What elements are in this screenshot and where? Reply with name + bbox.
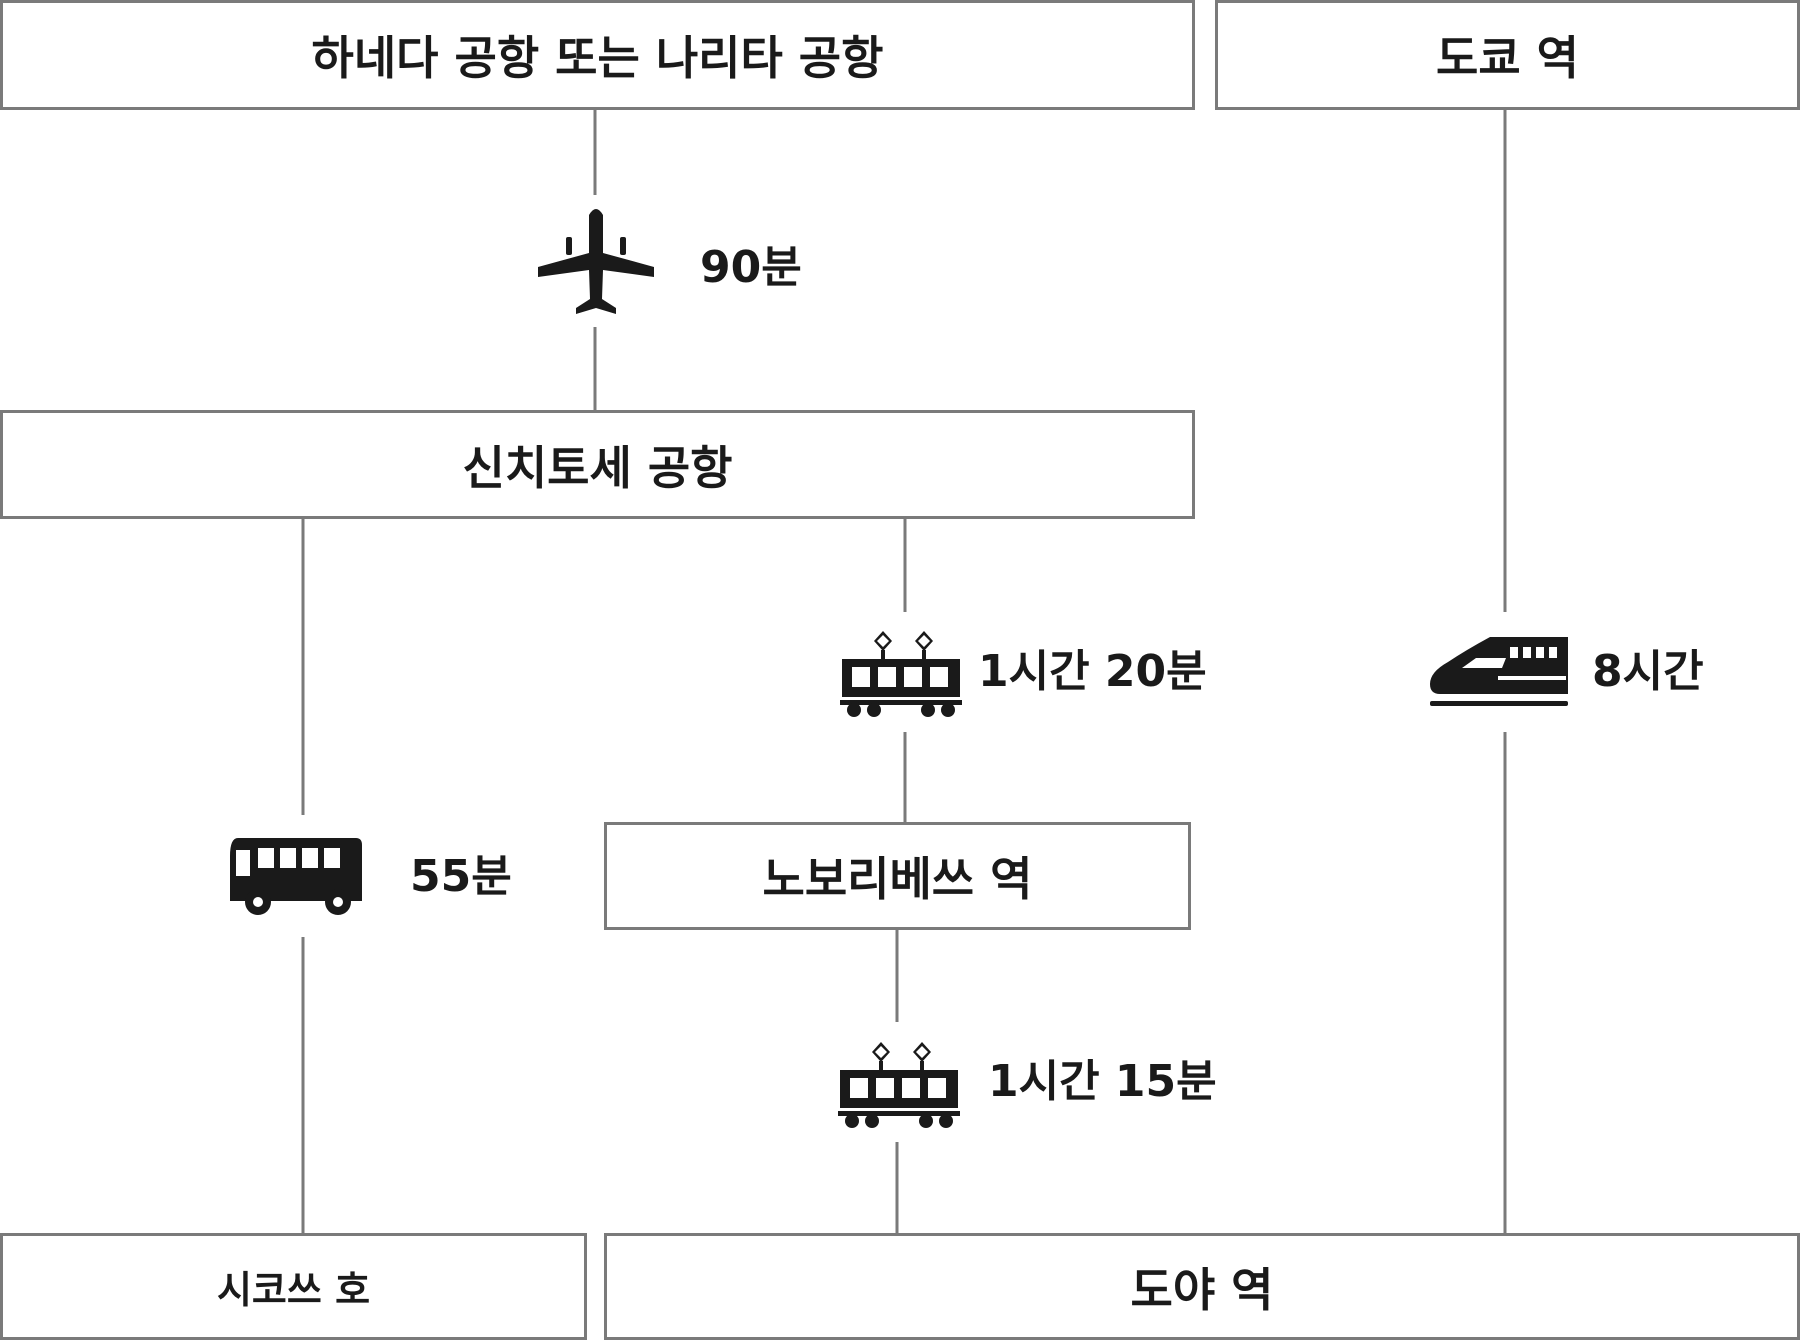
train-icon (838, 1042, 960, 1128)
node-tokyo-station: 도쿄 역 (1215, 0, 1800, 110)
bus-icon (230, 838, 362, 915)
route-duration: 55분 (410, 851, 512, 902)
node-new-chitose: 신치토세 공항 (0, 410, 1195, 519)
airplane-icon (538, 209, 654, 314)
node-toya-station: 도야 역 (604, 1233, 1800, 1340)
node-label: 하네다 공항 또는 나리타 공항 (311, 31, 884, 85)
bullet-train-icon (1430, 637, 1568, 706)
route-duration: 1시간 20분 (978, 646, 1207, 697)
node-label: 도쿄 역 (1436, 31, 1579, 85)
node-label: 도야 역 (1130, 1262, 1274, 1317)
route-duration: 8시간 (1592, 646, 1704, 697)
node-noboribetsu: 노보리베쓰 역 (604, 822, 1191, 930)
node-label: 신치토세 공항 (462, 440, 733, 495)
node-shikotsu-lake: 시코쓰 호 (0, 1233, 587, 1340)
node-label: 노보리베쓰 역 (762, 852, 1033, 906)
route-duration: 1시간 15분 (988, 1056, 1217, 1107)
train-icon (840, 631, 962, 717)
node-haneda-narita: 하네다 공항 또는 나리타 공항 (0, 0, 1195, 110)
node-label: 시코쓰 호 (216, 1268, 371, 1312)
route-duration: 90분 (700, 242, 802, 293)
